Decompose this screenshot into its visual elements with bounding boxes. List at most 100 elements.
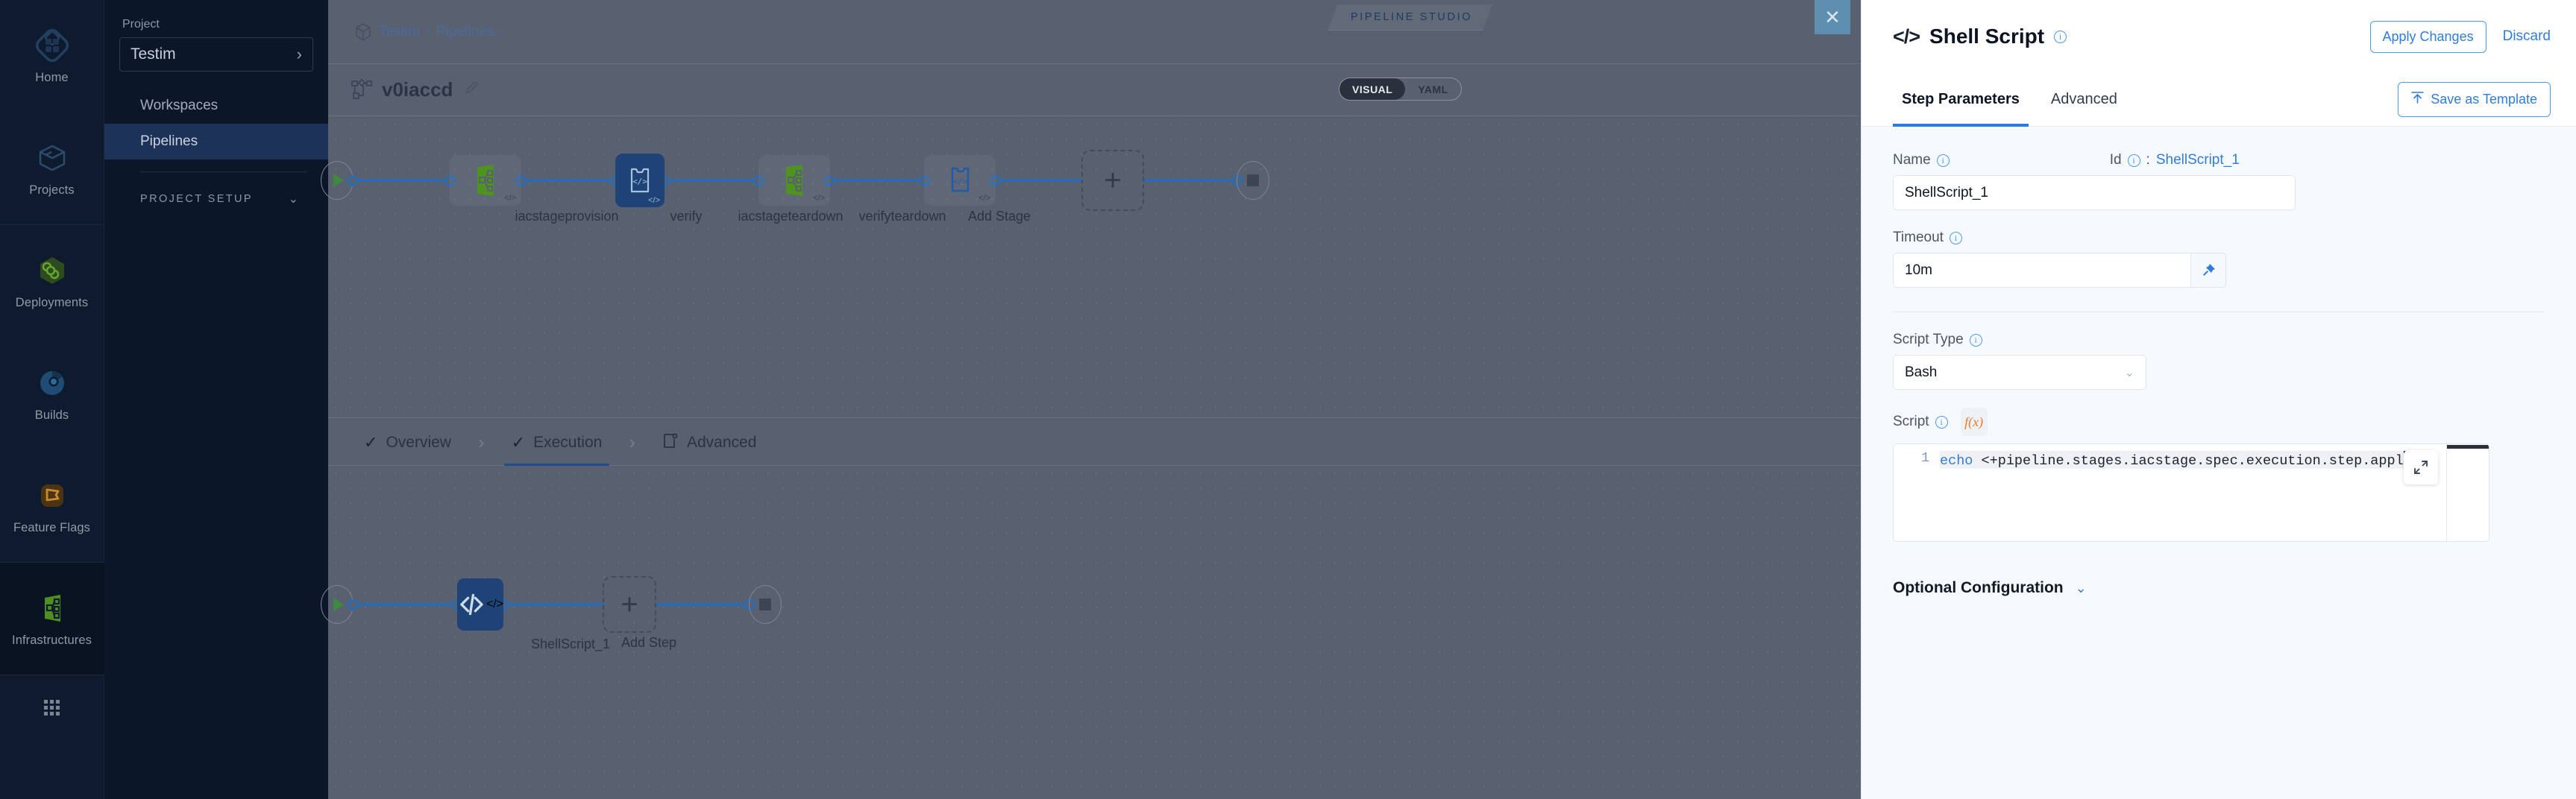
stage-node-verifyteardown[interactable]: </> </> bbox=[924, 155, 996, 206]
expression-fx-button[interactable]: f(x) bbox=[1960, 408, 1988, 436]
port bbox=[347, 174, 358, 186]
stage-node-verify[interactable]: </> </> bbox=[615, 154, 665, 207]
sidebar-item-builds[interactable]: Builds bbox=[0, 338, 104, 450]
script-type-label: Script Type i bbox=[1893, 332, 1982, 348]
tab-label: Advanced bbox=[686, 433, 757, 451]
sidebar-item-projects[interactable]: Projects bbox=[0, 113, 104, 225]
port bbox=[990, 174, 1001, 186]
nav-item-workspaces[interactable]: Workspaces bbox=[104, 88, 328, 124]
view-mode-toggle[interactable]: VISUAL YAML bbox=[1339, 78, 1462, 101]
edit-pencil-icon[interactable] bbox=[463, 80, 480, 100]
timeout-field-group: Timeout i 10m bbox=[1893, 230, 2545, 288]
info-icon[interactable]: i bbox=[1936, 154, 1950, 167]
tab-advanced[interactable]: Advanced bbox=[2042, 73, 2126, 127]
nav-item-label: Pipelines bbox=[140, 133, 198, 149]
add-stage-button[interactable]: + bbox=[1081, 150, 1144, 211]
check-icon: ✓ bbox=[511, 432, 526, 452]
code-badge-icon: </> bbox=[486, 598, 503, 610]
name-input[interactable]: ShellScript_1 bbox=[1893, 175, 2296, 210]
id-value[interactable]: ShellScript_1 bbox=[2155, 152, 2240, 168]
step-label-0: ShellScript_1 bbox=[530, 637, 611, 651]
info-icon[interactable]: i bbox=[1969, 333, 1982, 347]
sidebar-item-infrastructures[interactable]: Infrastructures bbox=[0, 563, 104, 675]
panel-tab-bar: Step Parameters Advanced Save as Templat… bbox=[1862, 73, 2576, 127]
stage-node-iacstageteardown[interactable]: </> bbox=[758, 155, 830, 206]
upload-template-icon bbox=[2411, 91, 2425, 108]
tab-step-parameters[interactable]: Step Parameters bbox=[1893, 73, 2029, 127]
script-type-label-text: Script Type bbox=[1893, 332, 1964, 347]
page-title: v0iaccd bbox=[382, 78, 453, 101]
script-code-editor[interactable]: 1 echo <+pipeline.stages.iacstage.spec.e… bbox=[1893, 443, 2489, 542]
name-field-group: Name i Id i : ShellScript_1 ShellScript_… bbox=[1893, 152, 2545, 210]
close-icon[interactable]: ✕ bbox=[1815, 0, 1850, 34]
apps-grid-button[interactable] bbox=[32, 690, 72, 724]
save-as-template-button[interactable]: Save as Template bbox=[2398, 82, 2551, 117]
script-type-select[interactable]: Bash ⌄ bbox=[1893, 355, 2146, 390]
sidebar-item-home[interactable]: Home bbox=[0, 0, 104, 113]
info-icon[interactable]: i bbox=[2127, 154, 2140, 167]
stage-node-iacstageprovision[interactable]: </> bbox=[450, 155, 521, 206]
check-icon: ✓ bbox=[364, 432, 378, 452]
project-nav: Project Testim › Workspaces Pipelines PR… bbox=[104, 0, 328, 799]
info-icon[interactable]: i bbox=[1935, 415, 1948, 429]
stage-label-1: verify bbox=[670, 209, 703, 224]
port bbox=[347, 599, 358, 610]
timeout-input-value: 10m bbox=[1905, 262, 1932, 278]
editor-keyword: echo bbox=[1940, 453, 1973, 469]
port bbox=[753, 174, 764, 186]
stop-icon bbox=[1247, 174, 1259, 186]
home-diamond-icon bbox=[34, 28, 70, 63]
chevron-down-icon: ⌄ bbox=[2124, 366, 2134, 379]
breadcrumb-separator: › bbox=[500, 24, 505, 39]
view-mode-yaml[interactable]: YAML bbox=[1418, 83, 1448, 95]
view-mode-visual[interactable]: VISUAL bbox=[1339, 78, 1406, 100]
port bbox=[824, 174, 835, 186]
apply-changes-button[interactable]: Apply Changes bbox=[2369, 20, 2487, 53]
optional-configuration-toggle[interactable]: Optional Configuration ⌄ bbox=[1893, 579, 2545, 597]
info-icon[interactable]: i bbox=[1949, 231, 1962, 244]
pipeline-end-node[interactable] bbox=[1237, 161, 1269, 200]
tab-execution[interactable]: ✓ Execution bbox=[498, 418, 616, 467]
panel-body: Name i Id i : ShellScript_1 ShellScript_… bbox=[1862, 127, 2576, 799]
pin-icon[interactable] bbox=[2191, 253, 2226, 288]
svg-text:</>: </> bbox=[632, 177, 647, 186]
step-node-shellscript-1[interactable]: </> bbox=[457, 578, 503, 631]
timeout-label: Timeout i bbox=[1893, 230, 1962, 246]
breadcrumb-item-pipelines[interactable]: Pipelines bbox=[436, 23, 494, 40]
name-input-value: ShellScript_1 bbox=[1905, 184, 1988, 200]
breadcrumb-separator: › bbox=[425, 24, 430, 39]
stage-label-0: iacstageprovision bbox=[515, 209, 619, 224]
tab-overview[interactable]: ✓ Overview bbox=[351, 418, 465, 467]
sidebar-item-label: Feature Flags bbox=[13, 520, 91, 534]
timeout-input[interactable]: 10m bbox=[1893, 253, 2191, 288]
expand-icon[interactable] bbox=[2404, 450, 2438, 484]
pipeline-studio-badge: PIPELINE STUDIO bbox=[1328, 4, 1493, 31]
project-setup-toggle[interactable]: PROJECT SETUP ⌄ bbox=[104, 172, 328, 206]
sidebar-item-feature-flags[interactable]: Feature Flags bbox=[0, 450, 104, 563]
sidebar-item-label: Builds bbox=[34, 408, 69, 422]
discard-button[interactable]: Discard bbox=[2502, 28, 2551, 44]
script-group: Script i f(x) 1 echo <+pipeline.stages.i… bbox=[1893, 408, 2545, 542]
editor-scrollbar-thumb[interactable] bbox=[2447, 445, 2489, 449]
code-badge-icon: </> bbox=[813, 194, 825, 203]
tab-advanced[interactable]: Advanced bbox=[649, 418, 770, 467]
cube-icon bbox=[34, 140, 70, 176]
project-selector[interactable]: Testim › bbox=[119, 37, 313, 72]
fx-label: f(x) bbox=[1964, 414, 1984, 429]
sidebar-item-deployments[interactable]: Deployments bbox=[0, 225, 104, 338]
port bbox=[515, 174, 527, 186]
script-label-text: Script bbox=[1893, 414, 1929, 429]
code-badge-icon: </> bbox=[978, 194, 990, 203]
code-badge-icon: </> bbox=[648, 196, 660, 205]
pie-build-icon bbox=[34, 365, 70, 401]
breadcrumb-item-testim[interactable]: Testim bbox=[379, 23, 420, 40]
stage-graph: </> </> </> bbox=[321, 150, 1269, 211]
nav-item-pipelines[interactable]: Pipelines bbox=[104, 124, 328, 160]
play-icon bbox=[333, 174, 344, 187]
add-step-button[interactable]: + bbox=[603, 576, 656, 633]
step-end-node[interactable] bbox=[749, 585, 782, 624]
info-icon[interactable]: i bbox=[2054, 30, 2067, 43]
id-display: Id i : ShellScript_1 bbox=[2110, 152, 2240, 168]
optional-configuration-label: Optional Configuration bbox=[1893, 579, 2064, 596]
stage-label-3: verifyteardown bbox=[858, 209, 946, 224]
